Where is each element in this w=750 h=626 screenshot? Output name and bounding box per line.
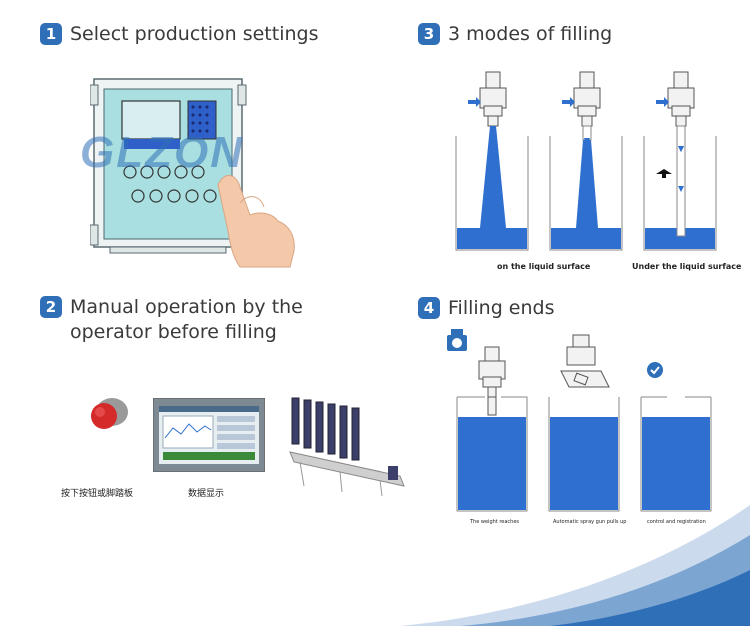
- step-3-header: 3 3 modes of filling: [418, 22, 612, 47]
- caption-control: control and registration: [647, 519, 706, 525]
- caption-gun: Automatic spray gun pulls up: [553, 519, 627, 525]
- caption-surface: on the liquid surface: [497, 262, 591, 271]
- caption-under: Under the liquid surface: [632, 262, 742, 271]
- button-caption: 按下按钮或脚踏板: [61, 489, 134, 499]
- control-panel-illustration: [90, 78, 295, 268]
- filling-machine-illustration: [289, 397, 405, 496]
- step-number: 1: [40, 23, 62, 45]
- screen-caption: 数据显示: [188, 489, 225, 499]
- step-2-header: 2 Manual operation by the operator befor…: [40, 295, 303, 345]
- press-button-illustration: [91, 398, 128, 429]
- step-title: Manual operation by the operator before …: [70, 296, 303, 343]
- step-title: Select production settings: [70, 23, 319, 45]
- step-1-header: 1 Select production settings: [40, 22, 318, 47]
- hmi-screen-illustration: [153, 398, 265, 472]
- brand-watermark: GLZON: [80, 128, 244, 177]
- step-title: 3 modes of filling: [448, 23, 613, 45]
- filling-modes-diagram: [455, 71, 717, 251]
- step-number: 4: [418, 297, 440, 319]
- step-4-header: 4 Filling ends: [418, 296, 555, 321]
- caption-weight: The weight reaches: [470, 519, 520, 525]
- filling-ends-diagram: [447, 329, 712, 512]
- corner-swoosh-decoration: [400, 505, 750, 626]
- step-number: 3: [418, 23, 440, 45]
- step-number: 2: [40, 296, 62, 318]
- step-title: Filling ends: [448, 297, 555, 319]
